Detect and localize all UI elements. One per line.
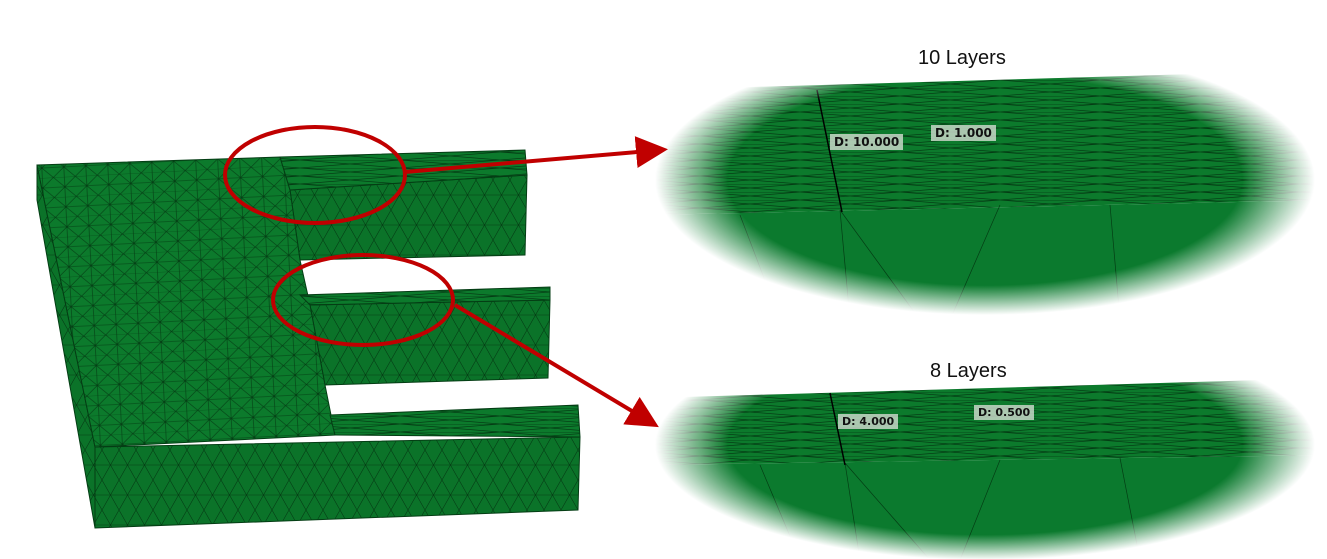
bottom-detail-title: 8 Layers [930,360,1007,382]
measure-label: D: 10.000 [830,134,904,150]
bottom-detail-view [650,330,1327,559]
top-detail-view [650,40,1327,321]
arrow-to-top-detail [404,136,668,174]
arrow-to-bottom-detail [453,303,659,428]
measure-label: D: 4.000 [838,414,899,429]
top-detail-title: 10 Layers [918,47,1006,69]
highlight-circle-top [223,125,407,225]
measure-label: D: 1.000 [931,125,996,141]
measure-label: D: 0.500 [974,405,1035,420]
e-shaped-mesh-part [36,149,581,529]
highlight-circle-middle [271,253,455,347]
